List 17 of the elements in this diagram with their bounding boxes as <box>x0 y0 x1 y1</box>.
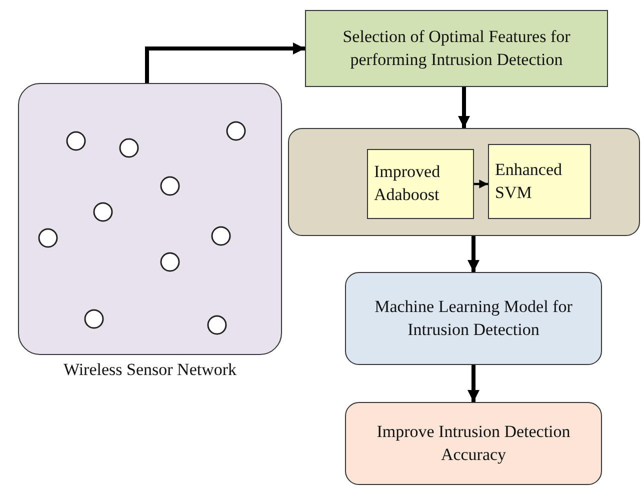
arrow <box>145 42 305 83</box>
process-box <box>345 272 602 365</box>
process-box <box>488 144 591 219</box>
box-label: Selection of Optimal Features for performing Intrusion Detection <box>342 26 572 71</box>
box-label: Improve Intrusion Detection Accuracy <box>376 420 572 466</box>
arrow <box>474 180 488 188</box>
box-label: Improved Adaboost <box>373 161 442 206</box>
arrow <box>468 236 480 272</box>
node-label: Wireless Sensor Network <box>62 360 238 380</box>
panel <box>288 128 640 236</box>
process-box <box>367 149 474 219</box>
arrow <box>468 365 480 402</box>
box-label: Enhanced SVM <box>494 158 564 204</box>
process-box <box>305 10 608 87</box>
process-box <box>345 402 602 485</box>
box-label: Machine Learning Model for Intrusion Detection <box>374 296 574 340</box>
arrow <box>458 87 470 128</box>
